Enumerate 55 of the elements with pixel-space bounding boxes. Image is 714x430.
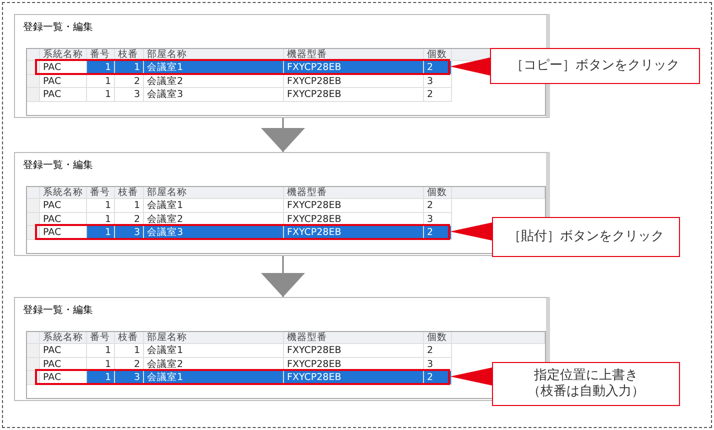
grid-cell: 3 <box>424 74 452 88</box>
grid-cell: 1 <box>115 199 144 212</box>
grid-cell: 3 <box>115 88 144 102</box>
window-title: 登録一覧・編集 <box>23 304 93 317</box>
column-header: 個数 <box>424 187 452 199</box>
grid-cell: 2 <box>424 199 452 212</box>
column-header: 番号 <box>87 332 115 344</box>
grid-cell: 1 <box>87 344 115 358</box>
grid-cell: 2 <box>424 344 452 358</box>
callout-text: 指定位置に上書き（枝番は自動入力） <box>526 368 646 400</box>
column-header: 番号 <box>87 187 115 199</box>
window-panel <box>14 152 550 256</box>
grid-cell: 2 <box>424 88 452 102</box>
column-header: 部屋名称 <box>144 187 284 199</box>
grid-cell: PAC <box>40 74 87 88</box>
callout-box <box>492 217 680 257</box>
window-title: 登録一覧・編集 <box>23 21 93 34</box>
grid-cell: PAC <box>40 199 87 212</box>
grid-cell: FXYCP28EB <box>284 344 424 358</box>
grid-cell: 1 <box>87 199 115 212</box>
grid-cell: 会議室2 <box>144 74 284 88</box>
callout-text: ［コピー］ボタンをクリック <box>510 58 680 74</box>
callout-box <box>490 48 700 84</box>
grid-cell: 1 <box>115 344 144 358</box>
grid-cell: FXYCP28EB <box>284 74 424 88</box>
grid-cell: FXYCP28EB <box>284 88 424 102</box>
grid-cell: 会議室1 <box>144 199 284 212</box>
grid-cell: PAC <box>40 344 87 358</box>
grid-cell: 会議室1 <box>144 344 284 358</box>
grid-cell: PAC <box>40 88 87 102</box>
highlight-frame <box>35 224 450 240</box>
down-arrow <box>261 256 305 297</box>
column-header: 系統名称 <box>40 332 87 344</box>
column-header: 系統名称 <box>40 187 87 199</box>
window-title: 登録一覧・編集 <box>23 159 93 172</box>
grid-cell: 1 <box>87 74 115 88</box>
down-arrow <box>261 118 305 152</box>
window-panel <box>14 14 550 118</box>
grid-cell: 2 <box>115 74 144 88</box>
callout-pointer <box>450 58 490 76</box>
column-header: 部屋名称 <box>144 332 284 344</box>
column-header: 個数 <box>424 332 452 344</box>
highlight-frame <box>35 58 450 74</box>
highlight-frame <box>35 368 450 384</box>
callout-box <box>492 362 680 406</box>
grid-cell: 会議室3 <box>144 88 284 102</box>
column-header: 機器型番 <box>284 187 424 199</box>
callout-pointer <box>450 222 492 240</box>
grid-cell: FXYCP28EB <box>284 199 424 212</box>
column-header: 枝番 <box>115 187 144 199</box>
column-header: 機器型番 <box>284 332 424 344</box>
grid-cell: 1 <box>87 88 115 102</box>
callout-text: ［貼付］ボタンをクリック <box>508 229 664 245</box>
callout-pointer <box>450 368 492 386</box>
column-header: 枝番 <box>115 332 144 344</box>
